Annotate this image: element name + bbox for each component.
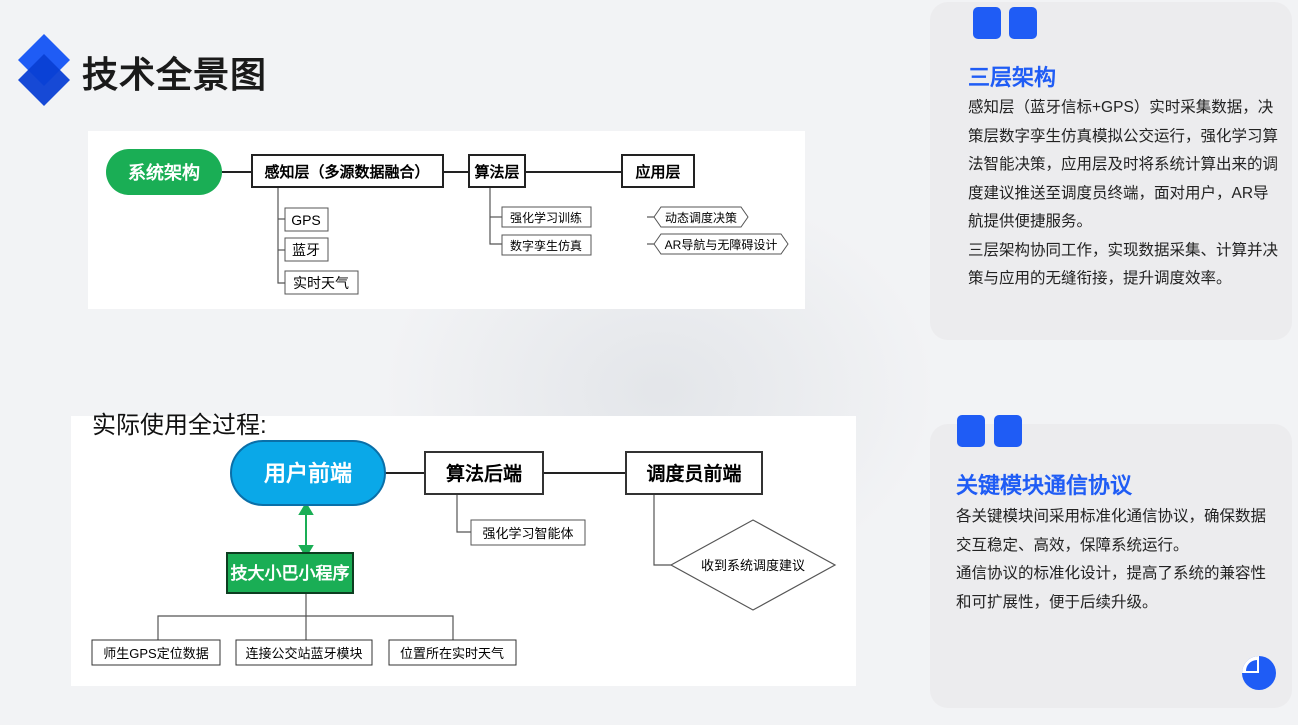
mini-program-node	[226, 552, 354, 594]
gps-node	[284, 207, 329, 232]
protocol-paragraph: 通信协议的标准化设计，提高了系统的兼容性和可扩展性，便于后续升级。	[956, 565, 1267, 611]
perception-layer-node	[251, 154, 444, 188]
algorithm-layer-node	[468, 154, 526, 188]
algorithm-backend-label: 算法后端	[446, 462, 522, 485]
weather-label: 实时天气	[293, 275, 349, 291]
rl-agent-node	[470, 519, 586, 546]
bidirectional-arrow	[298, 502, 314, 558]
application-layer-node	[621, 154, 695, 188]
perception-layer-label: 感知层（多源数据融合）	[264, 163, 429, 181]
three-layer-paragraph: 三层架构协同工作，实现数据采集、计算并决策与应用的无缝衔接，提升调度效率。	[968, 241, 1279, 288]
protocol-body: 各关键模块间采用标准化通信协议，确保数据交互稳定、高效，保障系统运行。 通信协议…	[956, 503, 1266, 617]
rl-training-label: 强化学习训练	[510, 210, 582, 225]
page-title: 技术全景图	[82, 54, 268, 95]
location-weather-label: 位置所在实时天气	[400, 646, 504, 661]
dispatch-suggestion-decision	[669, 519, 837, 611]
diamond-logo-icon	[18, 34, 70, 106]
dispatcher-frontend-label: 调度员前端	[646, 462, 741, 485]
protocol-title: 关键模块通信协议	[956, 473, 1133, 498]
location-weather-node	[388, 639, 517, 666]
system-architecture-diagram: 系统架构 感知层（多源数据融合） 算法层 应用层 GPS 蓝牙 实时天气 强化学…	[88, 131, 805, 309]
bluetooth-node	[284, 237, 329, 262]
protocol-paragraph: 各关键模块间采用标准化通信协议，确保数据交互稳定、高效，保障系统运行。	[956, 508, 1267, 554]
gps-data-node	[91, 639, 221, 666]
bluetooth-module-node	[235, 639, 373, 666]
bluetooth-label: 蓝牙	[292, 242, 320, 258]
digital-twin-label: 数字孪生仿真	[510, 238, 582, 253]
three-layer-paragraph: 感知层（蓝牙信标+GPS）实时采集数据，决策层数字孪生仿真模拟公交运行，强化学习…	[968, 99, 1279, 230]
ar-navigation-label: AR导航与无障碍设计	[665, 237, 778, 252]
dynamic-dispatch-node	[653, 206, 749, 228]
dispatcher-frontend-node	[625, 451, 763, 495]
three-layer-card	[930, 2, 1292, 340]
user-frontend-label: 用户前端	[264, 461, 352, 486]
bluetooth-module-label: 连接公交站蓝牙模块	[245, 646, 362, 661]
root-node-label: 系统架构	[128, 162, 200, 183]
card-marker-icon	[973, 7, 1001, 39]
dispatch-suggestion-label: 收到系统调度建议	[701, 558, 805, 573]
pie-chart-icon	[1242, 656, 1276, 690]
rl-training-node	[501, 206, 592, 228]
usage-process-diagram: 用户前端 算法后端 调度员前端 强化学习智能体 收到系统调度建议 技大小巴小程序…	[71, 416, 856, 686]
card-marker-icon	[957, 415, 985, 447]
three-layer-title: 三层架构	[968, 65, 1057, 90]
rl-agent-label: 强化学习智能体	[482, 526, 573, 541]
three-layer-body: 感知层（蓝牙信标+GPS）实时采集数据，决策层数字孪生仿真模拟公交运行，强化学习…	[968, 94, 1280, 294]
root-node-system-architecture	[106, 149, 222, 195]
protocol-card	[930, 424, 1292, 708]
ar-navigation-node	[653, 233, 789, 255]
user-frontend-node	[230, 440, 386, 506]
application-layer-label: 应用层	[635, 163, 680, 181]
mini-program-label: 技大小巴小程序	[231, 563, 350, 583]
card-marker-icon	[1009, 7, 1037, 39]
algorithm-layer-label: 算法层	[474, 163, 519, 181]
algorithm-backend-node	[424, 451, 544, 495]
digital-twin-node	[501, 234, 592, 256]
process-label: 实际使用全过程:	[92, 412, 267, 439]
card-marker-icon	[994, 415, 1022, 447]
dynamic-dispatch-label: 动态调度决策	[665, 210, 737, 225]
gps-label: GPS	[291, 212, 321, 228]
weather-node	[284, 270, 359, 295]
gps-data-label: 师生GPS定位数据	[103, 646, 208, 661]
